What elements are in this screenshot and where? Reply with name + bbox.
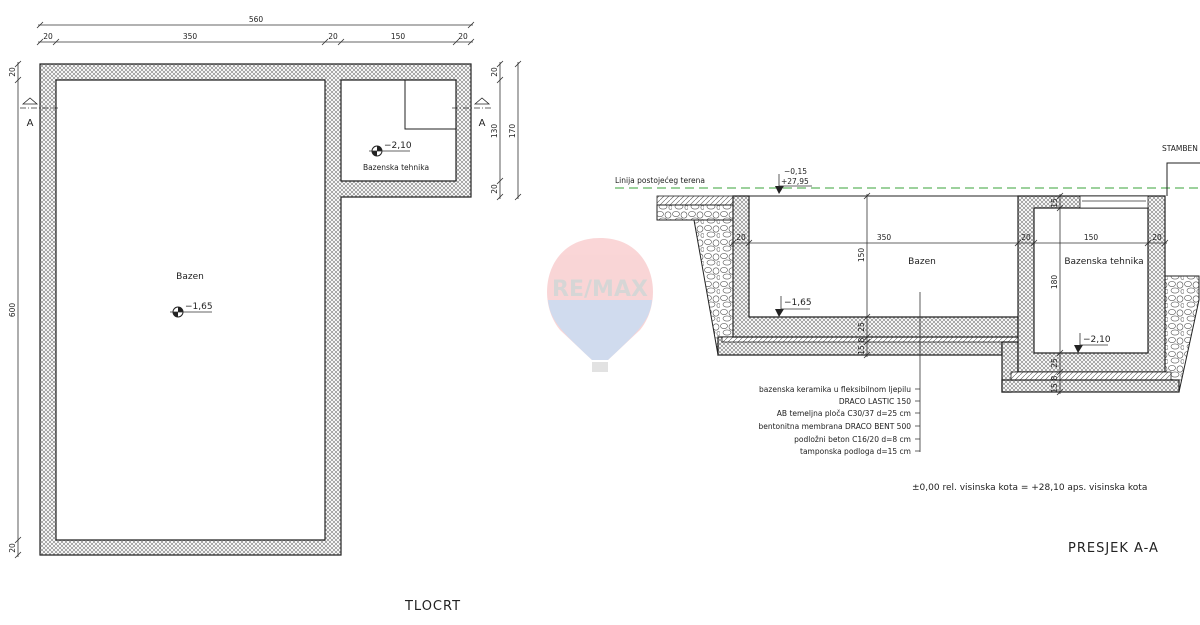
level-triangle-icon (775, 296, 810, 317)
tech-vertical-dimensions: 15 180 25 15 8 (1050, 192, 1064, 396)
dim-slab: 25 (857, 322, 866, 332)
layer-item: tamponska podloga d=15 cm (800, 447, 911, 456)
pool-wall-slab (732, 195, 1019, 338)
level-triangle-icon (1074, 333, 1108, 353)
plan-tech-level: −2,10 (384, 141, 412, 151)
section-title: PRESJEK A-A (1068, 541, 1159, 556)
dim-layer: 15 (1050, 383, 1059, 393)
layers-legend: bazenska keramika u fleksibilnom ljepilu… (758, 292, 921, 456)
level-marker-icon (369, 145, 410, 157)
section-marker-left: A (20, 97, 58, 129)
dim-width: 20 (458, 32, 468, 41)
layer-item: DRACO LASTIC 150 (839, 397, 911, 406)
pool-vertical-dimensions: 150 25 15 8 (857, 192, 871, 359)
dim-layer: 8 (857, 337, 866, 342)
tech-hatch-opening (1079, 195, 1149, 209)
dim-width: 350 (183, 32, 198, 41)
stone-backfill-left (693, 219, 734, 356)
dim-top-slab: 15 (1050, 198, 1059, 208)
building-label: STAMBEN (1162, 144, 1198, 153)
dim-width: 350 (877, 233, 892, 242)
dim-height: 20 (8, 67, 17, 77)
plan-pool-label: Bazen (176, 272, 204, 282)
dim-total-height: 170 (508, 124, 517, 139)
tech-sub-concrete (1001, 379, 1180, 393)
layer-item: bazenska keramika u fleksibilnom ljepilu (759, 385, 911, 394)
plan-left-dimensions: 20 600 20 (8, 60, 22, 559)
section-horizontal-dimensions: 20 350 20 150 20 (729, 233, 1169, 247)
dim-width: 20 (43, 32, 53, 41)
dim-width: 20 (1152, 233, 1162, 242)
dim-layer: 15 (857, 345, 866, 355)
section-tech-level: −2,10 (1083, 335, 1111, 345)
section-pool-level: −1,65 (784, 298, 812, 308)
section-marker-right: A (452, 97, 492, 129)
plan-right-dimensions: 20 130 20 170 (490, 60, 522, 201)
dim-height: 600 (8, 303, 17, 318)
plan-pool-level: −1,65 (185, 302, 213, 312)
remax-watermark: RE/MAX (547, 238, 653, 372)
floor-plan: 560 20 350 20 150 20 20 600 20 20 130 20 (8, 15, 522, 614)
level-marker-icon (170, 306, 212, 318)
tech-room-walls (1017, 195, 1166, 373)
section-drawing: Linija postojećeg terena −0,15 +27,95 ST… (615, 144, 1200, 556)
dim-height: 20 (490, 67, 499, 77)
section-tech-label: Bazenska tehnika (1064, 257, 1143, 267)
dim-slab: 25 (1050, 358, 1059, 368)
dim-width: 20 (736, 233, 746, 242)
terrain-level-abs: +27,95 (781, 177, 809, 186)
plan-top-dimensions: 560 20 350 20 150 20 (36, 15, 475, 46)
terrain-level-rel: −0,15 (784, 167, 807, 176)
section-pool-label: Bazen (908, 257, 936, 267)
section-marker-label: A (479, 118, 486, 129)
plan-tech-label: Bazenska tehnika (363, 163, 429, 172)
dim-width: 20 (1021, 233, 1031, 242)
dim-height: 20 (490, 184, 499, 194)
level-triangle-icon (775, 174, 812, 194)
tech-membrane (1010, 371, 1172, 381)
dim-layer: 8 (1050, 375, 1059, 380)
dim-width: 150 (1084, 233, 1099, 242)
building-outline (1166, 162, 1200, 196)
dim-height: 20 (8, 543, 17, 553)
datum-note: ±0,00 rel. visinska kota = +28,10 aps. v… (912, 483, 1147, 493)
dim-width: 150 (391, 32, 406, 41)
plan-title: TLOCRT (404, 599, 461, 614)
terrain-label: Linija postojećeg terena (615, 176, 705, 185)
dim-height: 130 (490, 124, 499, 139)
dim-tech-height: 180 (1050, 275, 1059, 290)
ground-gravel (656, 204, 734, 221)
dim-width: 20 (328, 32, 338, 41)
ground-paving (656, 195, 734, 206)
dim-pool-depth: 150 (857, 248, 866, 263)
layer-item: AB temeljna ploča C30/37 d=25 cm (777, 409, 911, 418)
plan-tech-hatch-opening (404, 80, 456, 130)
section-marker-label: A (27, 118, 34, 129)
dim-total-width: 560 (249, 15, 264, 24)
watermark-text: RE/MAX (552, 277, 648, 302)
layer-item: podložni beton C16/20 d=8 cm (794, 435, 911, 444)
layer-item: bentonitna membrana DRACO BENT 500 (758, 422, 911, 431)
plan-walls (39, 63, 472, 556)
